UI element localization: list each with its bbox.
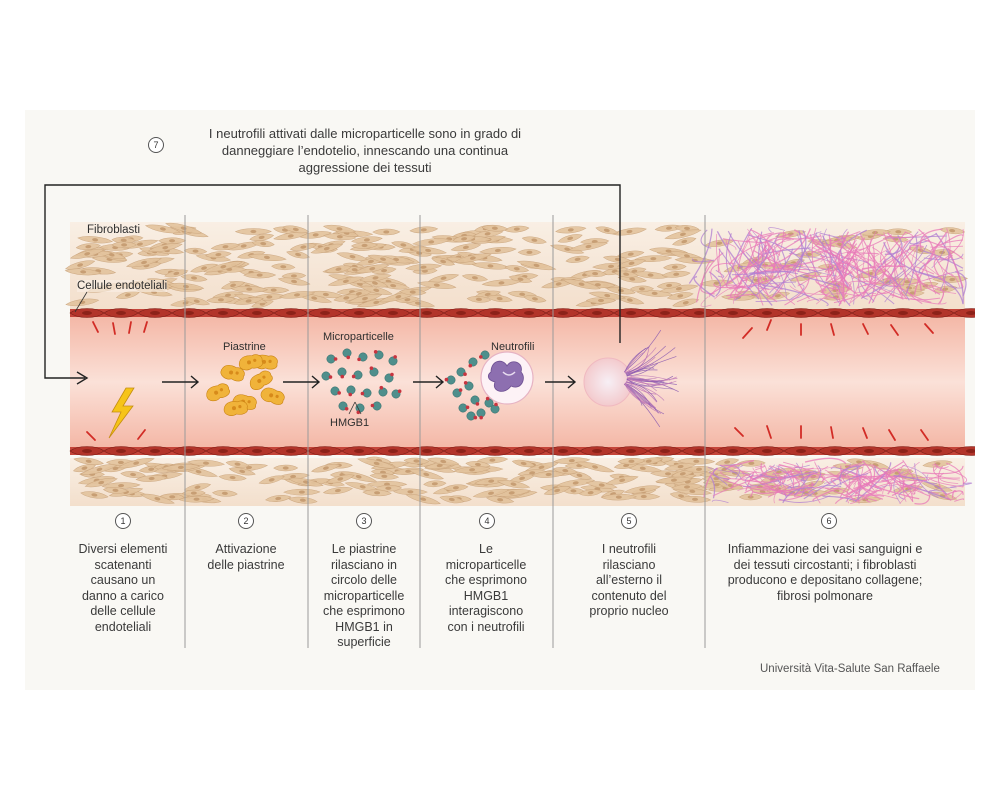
activated-platelets xyxy=(206,354,285,416)
neutrophil-nucleus xyxy=(487,360,524,392)
credit-text: Università Vita-Salute San Raffaele xyxy=(760,663,940,675)
arrow-right-icon xyxy=(162,375,200,389)
diagram-panel: 7 I neutrofili attivati dalle microparti… xyxy=(25,110,975,690)
lightning-icon xyxy=(108,387,135,439)
neutrophil-cell xyxy=(480,351,534,405)
microparticles-label: Microparticelle xyxy=(323,331,394,343)
step-6-number: 6 xyxy=(821,513,837,529)
hmgb1-pointer-lines xyxy=(348,401,362,415)
step-2-number: 2 xyxy=(238,513,254,529)
net-neutrophil xyxy=(583,329,679,428)
endothelial-cells-label: Cellule endoteliali xyxy=(77,280,168,292)
collagen-fibrosis xyxy=(688,227,973,505)
feedback-description: I neutrofili attivati dalle micropartice… xyxy=(208,126,522,175)
arrow-right-icon xyxy=(545,375,577,389)
step-5-number: 5 xyxy=(621,513,637,529)
feedback-loop-line xyxy=(44,184,621,379)
platelets-label: Piastrine xyxy=(223,341,266,353)
endothelial-pointer xyxy=(74,291,88,313)
step-1-number: 1 xyxy=(115,513,131,529)
step-arrows xyxy=(162,375,577,389)
step-4-number: 4 xyxy=(479,513,495,529)
arrow-right-icon xyxy=(413,375,445,389)
fibroblasts-label: Fibroblasti xyxy=(87,224,141,236)
neutrophils-label: Neutrofili xyxy=(491,341,535,353)
damage-marks xyxy=(86,319,934,441)
arrow-right-icon xyxy=(76,371,89,385)
diagram-illustration xyxy=(44,184,975,648)
vessel-walls xyxy=(69,308,975,456)
step-7-number: 7 xyxy=(148,137,164,153)
nuclear-content-fibers xyxy=(623,329,679,428)
hmgb1-label: HMGB1 xyxy=(330,417,370,429)
column-dividers xyxy=(184,215,706,648)
arrow-right-icon xyxy=(283,375,321,389)
microparticles-hmgb1 xyxy=(321,348,500,421)
step-3-number: 3 xyxy=(356,513,372,529)
